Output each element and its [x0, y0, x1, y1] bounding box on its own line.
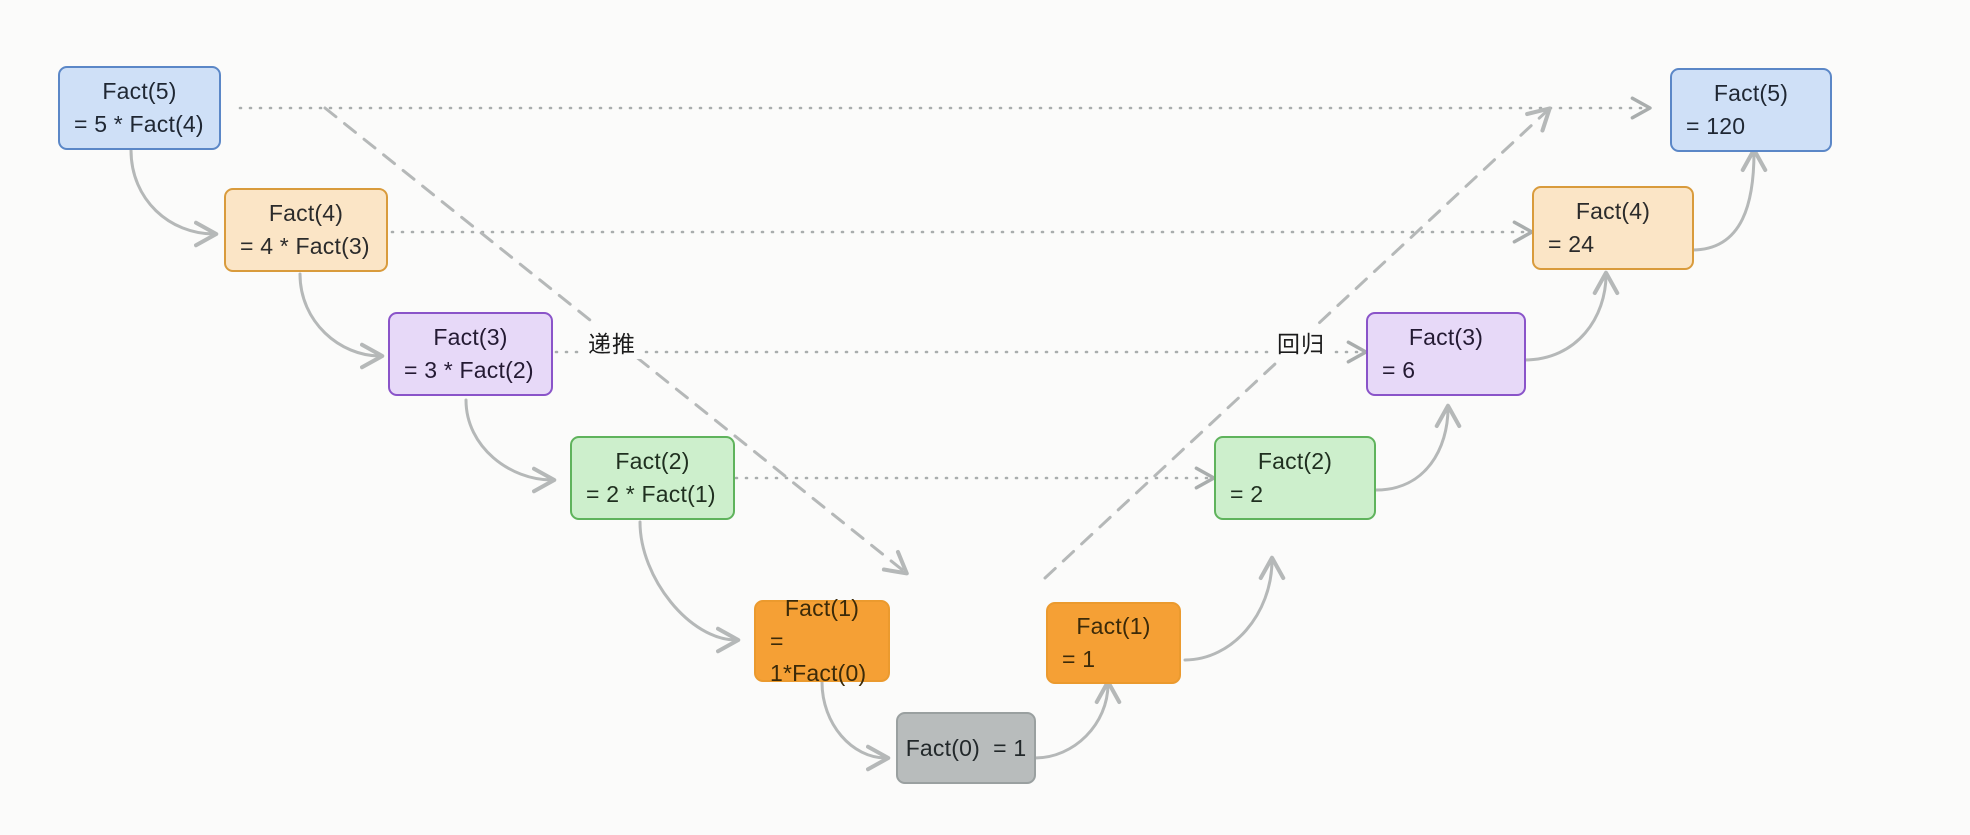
phase-label-descend: 递推 — [583, 325, 641, 359]
node-fact2-call[interactable]: Fact(2) = 2 * Fact(1) — [570, 436, 735, 520]
node-fact3-call-line1: Fact(3) — [433, 324, 508, 351]
node-fact5-return-line1: Fact(5) — [1713, 80, 1789, 107]
node-fact3-call-line2: = 3 * Fact(2) — [404, 357, 534, 383]
node-fact4-call-line1: Fact(4) — [268, 200, 344, 227]
edge-r3-to-r4 — [1522, 270, 1620, 362]
edge-l1-to-base — [820, 680, 891, 772]
node-fact2-call-line1: Fact(2) — [615, 448, 690, 475]
node-fact4-call[interactable]: Fact(4) = 4 * Fact(3) — [224, 188, 388, 272]
node-fact4-return-line1: Fact(4) — [1575, 198, 1651, 225]
node-fact1-call-line1: Fact(1) — [784, 595, 860, 622]
node-fact3-return-line2: = 6 — [1382, 357, 1416, 383]
node-fact3-return[interactable]: Fact(3) = 6 — [1366, 312, 1526, 396]
node-fact0-base-case[interactable]: Fact(0) = 1 — [896, 712, 1036, 784]
node-fact4-return-line2: = 24 — [1548, 231, 1595, 257]
edge-l2-to-l1 — [638, 520, 741, 654]
node-fact5-call-line2: = 5 * Fact(4) — [74, 111, 204, 137]
node-fact1-return-line1: Fact(1) — [1076, 613, 1151, 640]
node-fact3-call[interactable]: Fact(3) = 3 * Fact(2) — [388, 312, 553, 396]
node-fact2-return[interactable]: Fact(2) = 2 — [1214, 436, 1376, 520]
node-fact1-return-line2: = 1 — [1062, 646, 1096, 672]
edge-base-to-r1 — [1033, 679, 1122, 760]
edge-r2-to-r3 — [1374, 403, 1462, 492]
node-fact4-return[interactable]: Fact(4) = 24 — [1532, 186, 1694, 270]
edge-r1-to-r2 — [1183, 555, 1286, 662]
node-fact5-return[interactable]: Fact(5) = 120 — [1670, 68, 1832, 152]
node-fact5-call-line1: Fact(5) — [102, 78, 177, 105]
edge-l4-to-l3 — [298, 272, 385, 370]
node-fact0-base-case-label: Fact(0) = 1 — [905, 734, 1027, 761]
node-fact5-call[interactable]: Fact(5) = 5 * Fact(4) — [58, 66, 221, 150]
node-fact2-return-line1: Fact(2) — [1257, 448, 1333, 475]
node-fact2-return-line2: = 2 — [1230, 481, 1264, 507]
edge-l5-to-l4 — [129, 148, 219, 248]
node-fact3-return-line1: Fact(3) — [1408, 324, 1484, 351]
node-fact4-call-line2: = 4 * Fact(3) — [240, 233, 370, 259]
node-fact1-call-line2: = 1*Fact(0) — [770, 627, 867, 687]
edge-r4-to-r5 — [1690, 147, 1768, 252]
edge-l3-to-l2 — [464, 398, 557, 494]
node-fact1-return[interactable]: Fact(1) = 1 — [1046, 602, 1181, 684]
phase-label-ascend: 回归 — [1272, 325, 1330, 359]
node-fact1-call[interactable]: Fact(1) = 1*Fact(0) — [754, 595, 890, 686]
node-fact5-return-line2: = 120 — [1686, 113, 1746, 139]
node-fact2-call-line2: = 2 * Fact(1) — [586, 481, 716, 507]
